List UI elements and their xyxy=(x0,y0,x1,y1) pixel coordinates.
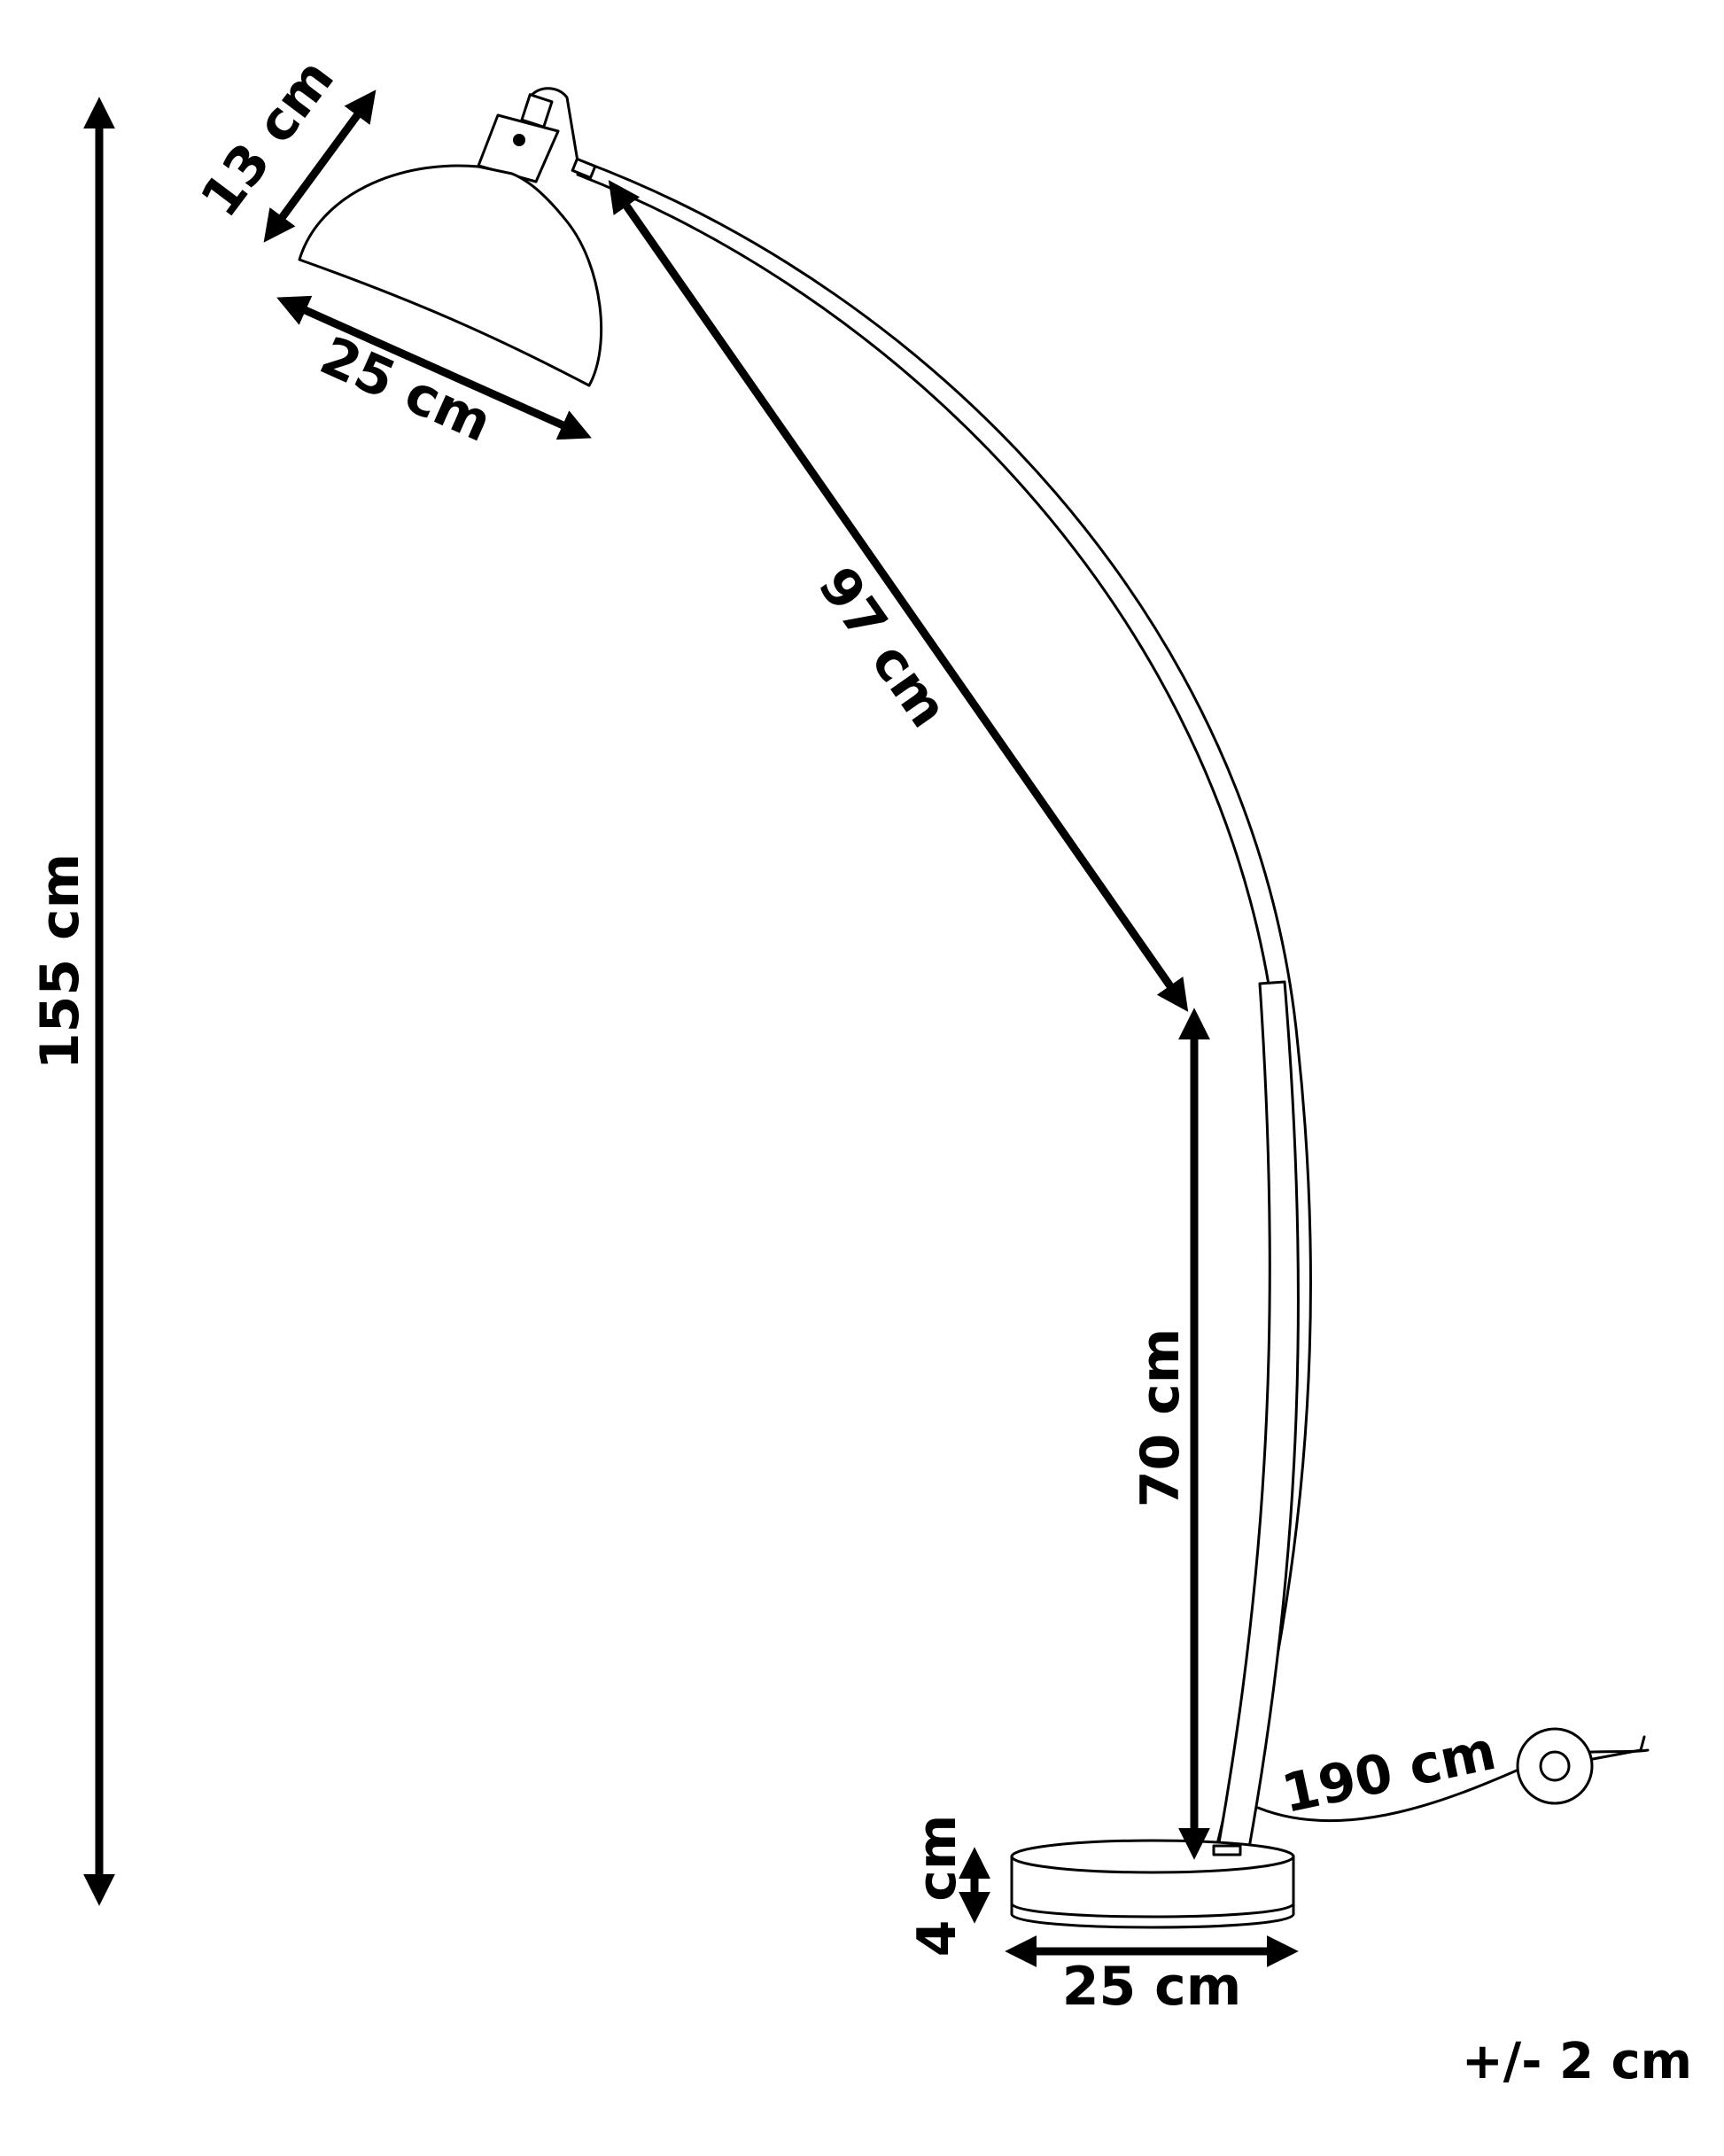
shade-diameter-label: 25 cm xyxy=(311,325,500,455)
pole-sleeve xyxy=(1216,980,1300,1849)
tolerance-label: +/- 2 cm xyxy=(1462,2033,1692,2090)
dimension-labels: 155 cm 13 cm 25 cm 97 cm 70 cm 190 cm 4 … xyxy=(29,48,1692,2090)
total-height-label: 155 cm xyxy=(29,853,91,1070)
power-cable xyxy=(1256,1748,1650,1823)
lamp-base xyxy=(1010,1839,1295,1929)
arc-pole-inner xyxy=(576,173,1293,1849)
lower-height-label: 70 cm xyxy=(1130,1328,1192,1507)
shade-height-label: 13 cm xyxy=(189,48,346,229)
base-diameter-label: 25 cm xyxy=(1062,1956,1241,2018)
base-height-label: 4 cm xyxy=(906,1815,968,1958)
floor-lamp-drawing xyxy=(298,87,1650,1929)
cable-switch-button xyxy=(1539,1750,1571,1782)
arc-pole-outer xyxy=(583,160,1313,1849)
shade-height-arrow xyxy=(263,90,377,243)
cable-length-label: 190 cm xyxy=(1277,1720,1501,1825)
lamp-socket xyxy=(477,87,597,183)
arm-length-arrow xyxy=(608,180,1189,1012)
shade-diameter-arrow xyxy=(276,295,592,440)
dimension-lines xyxy=(83,90,1299,1967)
